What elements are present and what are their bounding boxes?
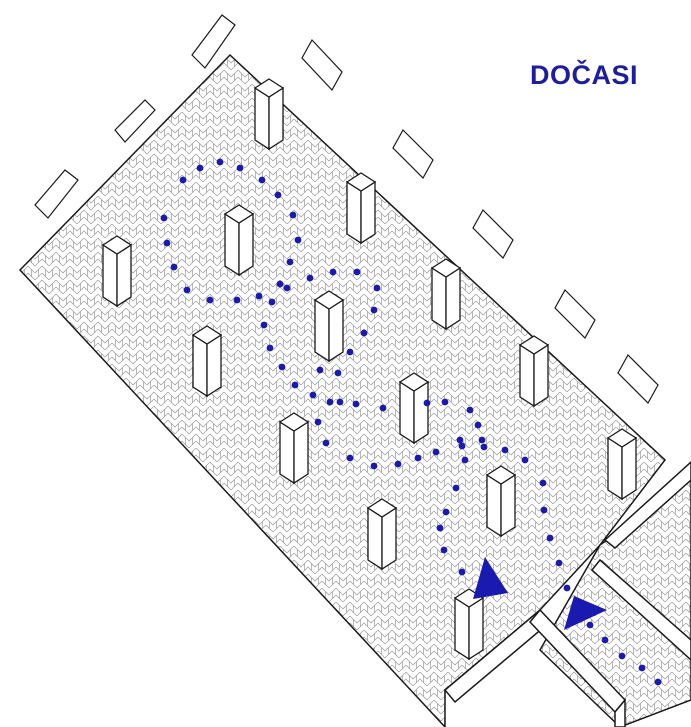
display-pillar xyxy=(455,589,483,659)
route-dot xyxy=(459,443,466,450)
display-pillar xyxy=(193,326,221,396)
route-dot xyxy=(442,399,449,406)
route-dot xyxy=(459,569,466,576)
route-dot xyxy=(457,437,464,444)
route-dot xyxy=(547,535,554,542)
display-pillar xyxy=(255,79,283,149)
route-dot xyxy=(310,392,317,399)
route-dot xyxy=(292,382,299,389)
route-dot xyxy=(639,665,646,672)
route-dot xyxy=(180,177,187,184)
route-dot xyxy=(259,177,266,184)
route-dot xyxy=(284,285,291,292)
route-dot xyxy=(441,547,448,554)
route-dot xyxy=(275,192,282,199)
route-dot xyxy=(337,399,344,406)
route-dot xyxy=(540,480,547,487)
route-dot xyxy=(424,400,431,407)
route-dot xyxy=(443,509,450,516)
display-pillar xyxy=(432,259,460,329)
route-dot xyxy=(437,525,444,532)
display-pillar xyxy=(368,499,396,569)
display-pillar xyxy=(400,373,428,443)
route-dot xyxy=(290,212,297,219)
route-dot xyxy=(371,463,378,470)
route-dot xyxy=(433,449,440,456)
route-dot xyxy=(541,507,548,514)
route-dot xyxy=(371,307,378,314)
route-dot xyxy=(269,299,276,306)
route-dot xyxy=(161,215,168,222)
route-dot xyxy=(323,440,330,447)
route-dot xyxy=(330,269,337,276)
route-dot xyxy=(347,455,354,462)
display-pillar xyxy=(103,236,131,306)
display-pillar xyxy=(608,429,636,499)
route-dot xyxy=(335,370,342,377)
route-dot xyxy=(467,407,474,414)
route-dot xyxy=(353,401,360,408)
route-dot xyxy=(267,345,274,352)
route-dot xyxy=(279,364,286,371)
display-pillar xyxy=(225,205,253,275)
route-dot xyxy=(317,367,324,374)
route-dot xyxy=(295,237,302,244)
route-dot xyxy=(361,330,368,337)
route-dot xyxy=(453,485,460,492)
route-dot xyxy=(481,444,488,451)
route-dot xyxy=(522,457,529,464)
route-dot xyxy=(261,322,268,329)
route-dot xyxy=(184,287,191,294)
route-dot xyxy=(256,293,263,300)
route-dot xyxy=(619,653,626,660)
route-dot xyxy=(207,297,214,304)
route-dot xyxy=(234,297,241,304)
route-dot xyxy=(655,679,662,686)
route-dot xyxy=(237,165,244,172)
display-pillar xyxy=(487,466,515,536)
route-dot xyxy=(197,165,204,172)
route-dot xyxy=(315,419,322,426)
display-pillar xyxy=(315,291,343,361)
route-dot xyxy=(564,585,571,592)
route-dot xyxy=(287,259,294,266)
route-dot xyxy=(164,240,171,247)
route-dot xyxy=(395,461,402,468)
route-dot xyxy=(307,275,314,282)
route-dot xyxy=(354,269,361,276)
route-dot xyxy=(479,437,486,444)
route-dot xyxy=(277,281,284,288)
route-dot xyxy=(475,422,482,429)
route-dot xyxy=(556,560,563,567)
route-dot xyxy=(347,349,354,356)
display-pillar xyxy=(520,336,548,406)
display-pillar xyxy=(347,173,375,243)
route-dot xyxy=(217,159,224,166)
route-dot xyxy=(374,285,381,292)
route-dot xyxy=(327,399,334,406)
route-dot xyxy=(171,264,178,271)
route-dot xyxy=(587,622,594,629)
route-dot xyxy=(415,455,422,462)
route-dot xyxy=(602,637,609,644)
route-dot xyxy=(502,447,509,454)
route-dot xyxy=(462,457,469,464)
route-dot xyxy=(380,405,387,412)
display-pillar xyxy=(280,413,308,483)
